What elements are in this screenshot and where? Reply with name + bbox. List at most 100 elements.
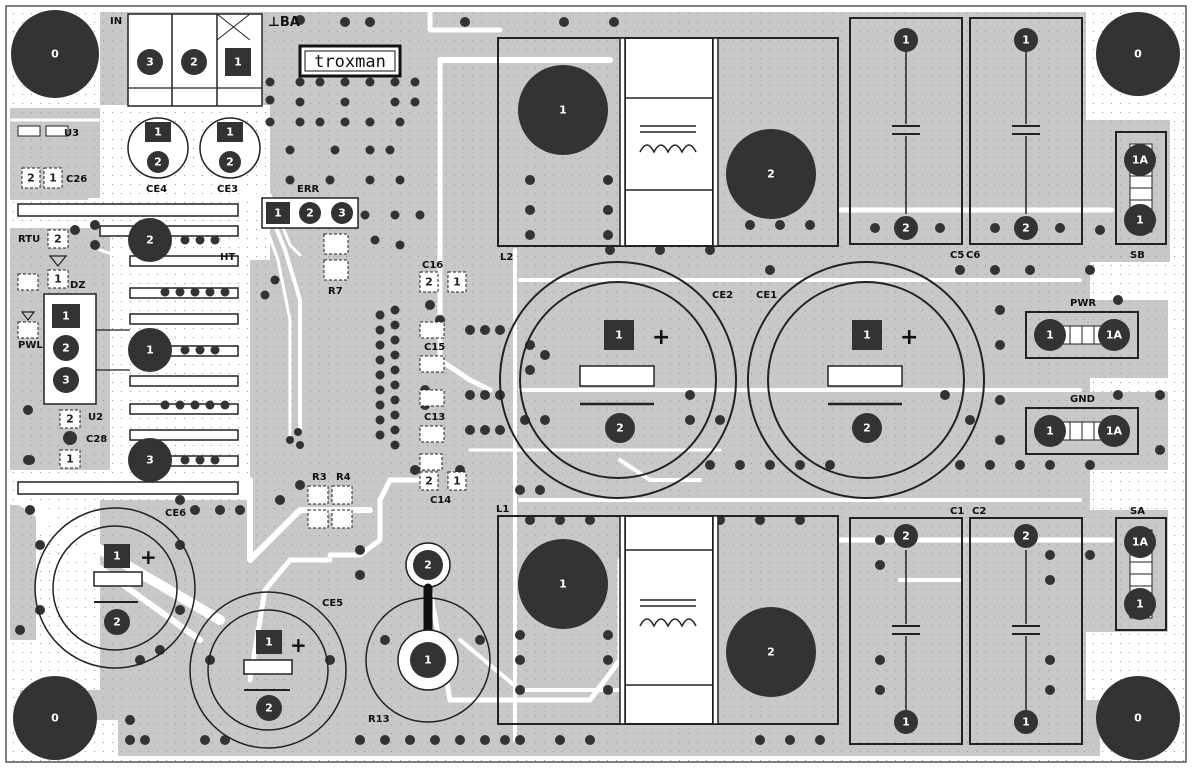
svg-text:C13: C13 [424, 412, 445, 423]
svg-text:CE1: CE1 [756, 290, 777, 301]
svg-text:1: 1 [559, 578, 567, 591]
connector-in: 3 2 1 IN ⊥BA [110, 13, 300, 107]
svg-text:U2: U2 [88, 412, 103, 423]
svg-text:2: 2 [54, 233, 62, 246]
svg-text:2: 2 [616, 422, 624, 435]
mounting-holes: 0 0 0 0 [11, 10, 1180, 760]
capacitor-c13: C13 [419, 389, 445, 443]
part-dz: DZ PWL [17, 273, 86, 351]
svg-text:2: 2 [902, 530, 910, 543]
svg-text:C6: C6 [966, 250, 980, 261]
svg-text:C1: C1 [950, 506, 964, 517]
capacitor-c1: 2 1 C1 [849, 506, 964, 745]
svg-text:1: 1 [66, 453, 74, 466]
mounting-hole-tr: 0 [1096, 12, 1180, 96]
svg-text:1: 1 [615, 329, 623, 342]
svg-text:1: 1 [234, 56, 242, 69]
svg-text:1: 1 [154, 126, 162, 139]
svg-text:PWR: PWR [1070, 298, 1096, 309]
part-c28: 2 1 C28 [59, 409, 107, 469]
svg-text:1: 1 [559, 104, 567, 117]
svg-text:2: 2 [62, 342, 70, 355]
part-u3: U3 [17, 125, 79, 139]
capacitor-ce2: 1 + 2 CE2 [499, 261, 737, 499]
svg-text:2: 2 [767, 646, 775, 659]
svg-text:L1: L1 [496, 504, 509, 515]
svg-text:1: 1 [49, 172, 57, 185]
capacitor-c16: C16 2 1 [419, 260, 467, 293]
capacitor-c14: 2 1 C14 [419, 453, 467, 506]
svg-text:CE6: CE6 [165, 508, 186, 519]
svg-text:PWL: PWL [18, 340, 43, 351]
svg-text:1A: 1A [1106, 425, 1123, 438]
svg-text:1A: 1A [1106, 329, 1123, 342]
svg-text:2: 2 [113, 616, 121, 629]
svg-text:2: 2 [425, 475, 433, 488]
resistor-r7: R7 [323, 233, 349, 297]
part-rtu: RTU 2 1 [18, 229, 69, 289]
svg-text:3: 3 [338, 207, 346, 220]
svg-text:3: 3 [62, 374, 70, 387]
svg-text:C2: C2 [972, 506, 986, 517]
label-in: IN [110, 16, 122, 27]
svg-text:2: 2 [154, 156, 162, 169]
svg-text:U3: U3 [64, 128, 79, 139]
svg-text:C16: C16 [422, 260, 443, 271]
svg-text:1A: 1A [1132, 154, 1149, 167]
svg-text:CE4: CE4 [146, 184, 167, 195]
capacitor-ce4: 1 2 CE4 [127, 117, 189, 195]
svg-text:+: + [652, 325, 670, 350]
mounting-hole-bl: 0 [13, 676, 97, 760]
svg-text:2: 2 [190, 56, 198, 69]
svg-text:+: + [900, 325, 918, 350]
capacitor-ce1: 1 + 2 CE1 [747, 261, 985, 499]
resistor-r13: 2 1 R13 [365, 542, 491, 725]
svg-text:2: 2 [425, 276, 433, 289]
svg-text:0: 0 [51, 712, 59, 725]
svg-text:1: 1 [1022, 716, 1030, 729]
part-c26: 2 1 C26 [21, 167, 87, 189]
svg-text:2: 2 [902, 222, 910, 235]
svg-text:+: + [140, 545, 157, 569]
svg-text:2: 2 [767, 168, 775, 181]
capacitor-c5: 1 2 C5 [849, 17, 964, 261]
svg-text:2: 2 [66, 413, 74, 426]
svg-text:R7: R7 [328, 286, 343, 297]
svg-text:3: 3 [146, 454, 154, 467]
capacitor-ce6: 1 + 2 CE6 [34, 507, 196, 669]
connector-sa: SA 1A 1 [1115, 506, 1167, 631]
svg-text:C28: C28 [86, 434, 107, 445]
svg-text:0: 0 [51, 48, 59, 61]
regulator-u2: 1 2 3 U2 [43, 293, 103, 423]
svg-text:1: 1 [54, 273, 62, 286]
svg-text:1: 1 [62, 310, 70, 323]
svg-text:1: 1 [265, 636, 273, 649]
svg-text:1: 1 [1046, 329, 1054, 342]
svg-text:2: 2 [424, 559, 432, 572]
svg-text:+: + [290, 633, 307, 657]
svg-text:troxman: troxman [314, 52, 386, 72]
capacitor-c6: 1 2 C6 [966, 17, 1083, 261]
svg-text:2: 2 [265, 702, 273, 715]
svg-text:DZ: DZ [70, 280, 86, 291]
svg-text:0: 0 [1134, 48, 1142, 61]
svg-text:1: 1 [902, 716, 910, 729]
inductor-l1: 1 2 L1 [496, 504, 839, 725]
svg-text:SA: SA [1130, 506, 1145, 517]
connector-sb: 1A 1 SB [1115, 131, 1167, 261]
svg-text:2: 2 [146, 234, 154, 247]
svg-text:C26: C26 [66, 174, 87, 185]
label-ba: ⊥BA [268, 15, 300, 30]
capacitor-c2: 2 1 C2 [969, 506, 1083, 745]
connector-gnd: GND 1 1A [1025, 394, 1139, 455]
svg-text:2: 2 [1022, 530, 1030, 543]
svg-text:0: 0 [1134, 712, 1142, 725]
svg-text:C5: C5 [950, 250, 964, 261]
svg-text:R13: R13 [368, 714, 390, 725]
inductor-l2: 1 2 L2 [497, 37, 839, 263]
svg-text:1: 1 [146, 344, 154, 357]
svg-text:ERR: ERR [297, 184, 320, 195]
capacitor-c15: C15 [419, 321, 445, 373]
connector-pwr: PWR 1 1A [1025, 298, 1139, 359]
